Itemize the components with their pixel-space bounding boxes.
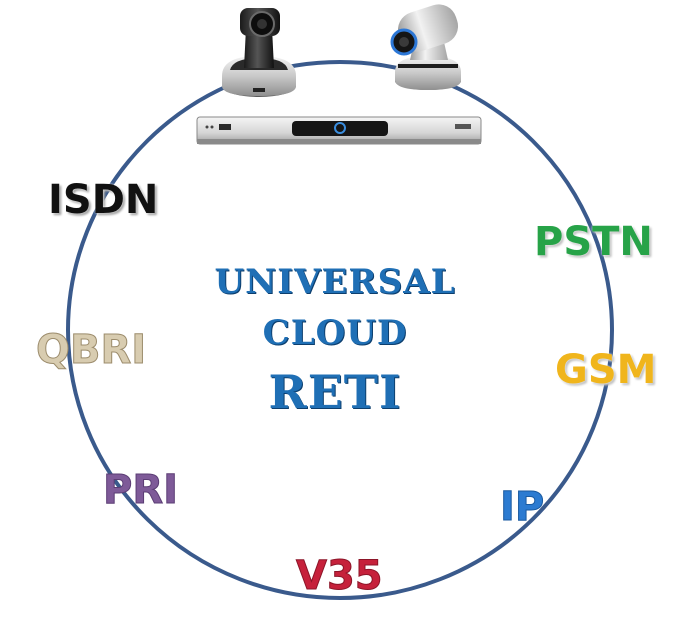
- center-title-cloud: CLOUD: [262, 313, 408, 353]
- label-gsm: GSM: [555, 347, 657, 393]
- label-qbri: QBRI: [35, 327, 147, 373]
- label-pri: PRI: [103, 467, 179, 513]
- codec-unit-icon: [196, 116, 482, 145]
- label-isdn: ISDN: [48, 177, 159, 223]
- center-title-reti: RETI: [268, 365, 402, 419]
- ptz-camera-black-icon: [222, 8, 296, 97]
- center-title-universal: UNIVERSAL: [214, 262, 456, 302]
- label-v35: V35: [296, 553, 384, 599]
- label-ip: IP: [499, 484, 545, 530]
- network-ring: [66, 60, 614, 600]
- label-pstn: PSTN: [534, 219, 653, 265]
- ptz-camera-silver-icon: [390, 4, 461, 90]
